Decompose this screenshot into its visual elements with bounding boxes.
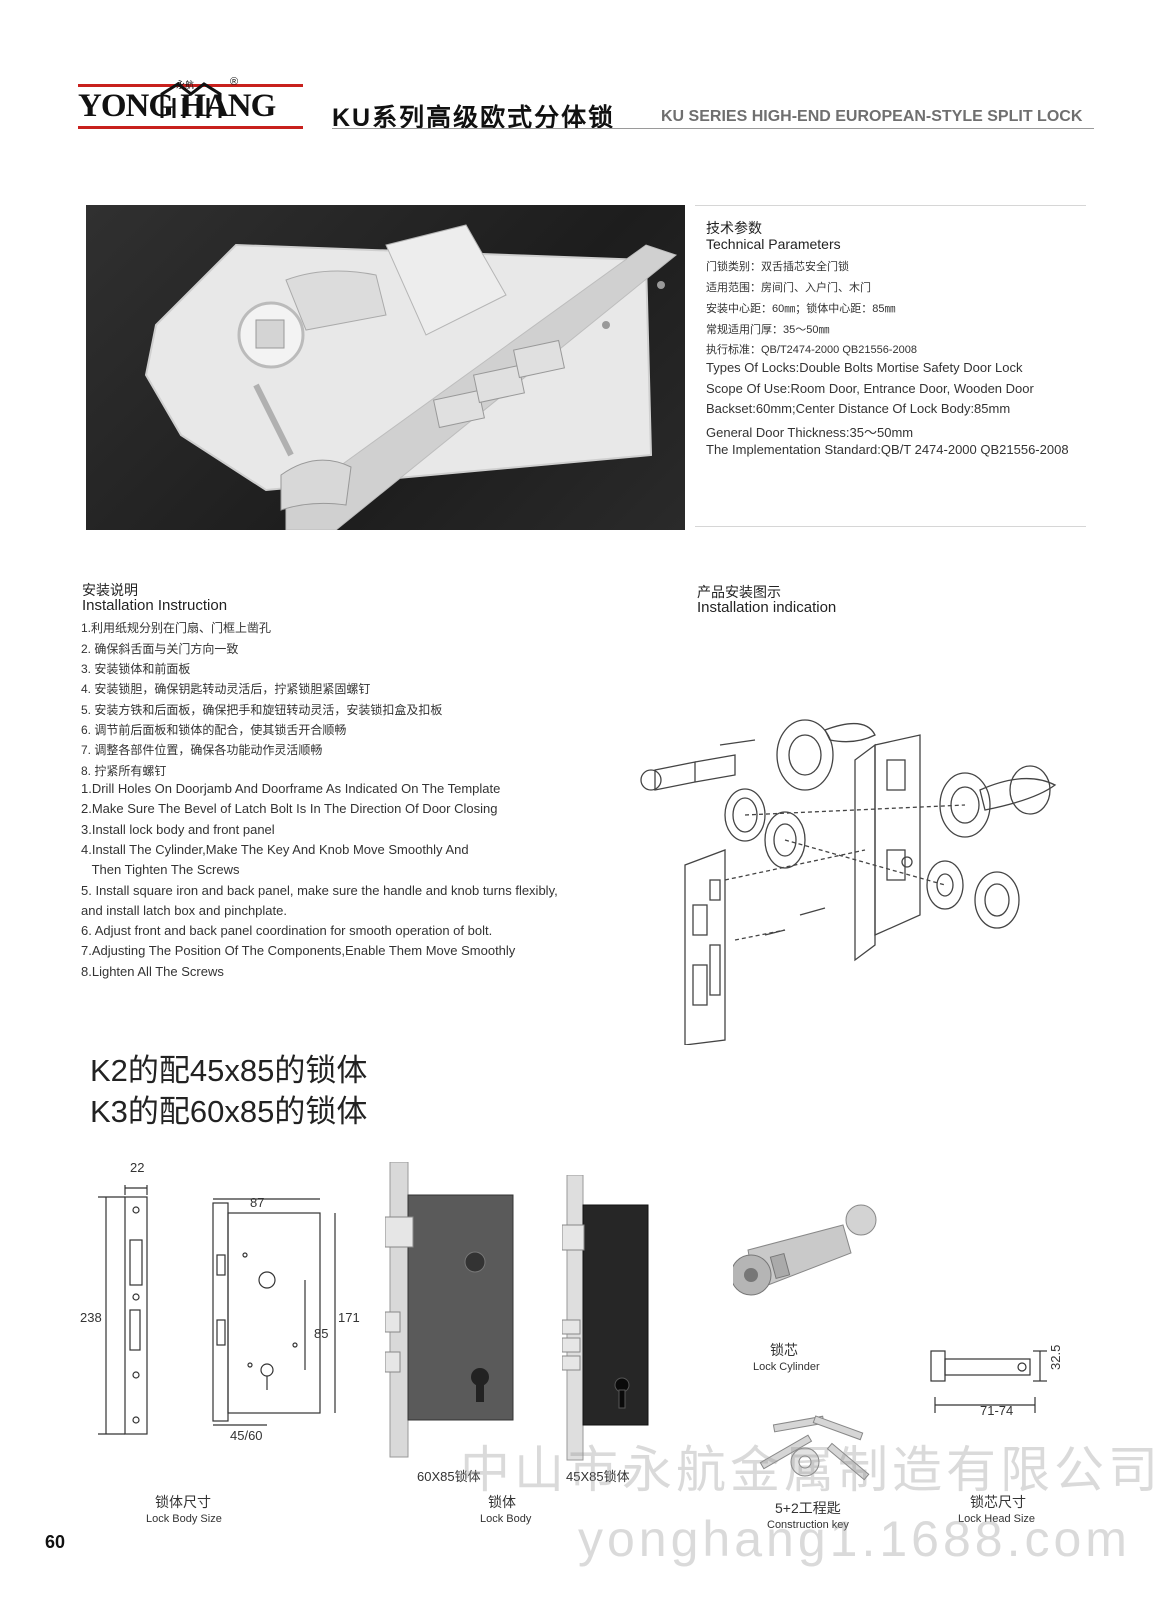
spec-line-k2: K2的配45x85的锁体 xyxy=(90,1053,368,1088)
logo-bottom-bar xyxy=(78,126,303,129)
dim-head-length: 71-74 xyxy=(980,1403,1014,1418)
install-step-cn: 5. 安装方铁和后面板，确保把手和旋钮转动灵活，安装锁扣盒及扣板 xyxy=(81,703,443,717)
lock-body-45-image xyxy=(562,1175,649,1461)
caption-cylinder-cn: 锁芯 xyxy=(770,1342,798,1358)
dim-center-distance: 85 xyxy=(314,1326,329,1341)
dim-faceplate-height: 238 xyxy=(80,1310,102,1325)
tech-line-en: Backset:60mm;Center Distance Of Lock Bod… xyxy=(706,401,1011,416)
indication-heading-cn: 产品安装图示 xyxy=(697,584,781,600)
construction-keys-image xyxy=(759,1415,870,1481)
tech-line-en: General Door Thickness:35～50mm xyxy=(706,425,914,440)
install-step-cn: 2. 确保斜舌面与关门方向一致 xyxy=(81,642,239,656)
logo-small-text: 永航 xyxy=(176,80,195,90)
watermark-url: yonghang1.1688.com xyxy=(578,1511,1131,1567)
caption-lockbody-en: Lock Body xyxy=(480,1513,532,1525)
caption-headsize-cn: 锁芯尺寸 xyxy=(970,1494,1026,1510)
caption-headsize-en: Lock Head Size xyxy=(958,1513,1036,1525)
install-step-en: 4.Install The Cylinder,Make The Key And … xyxy=(81,842,469,857)
tech-heading-cn: 技术参数 xyxy=(706,220,762,236)
caption-lockbody-cn: 锁体 xyxy=(488,1494,516,1510)
tech-line-en: Types Of Locks:Double Bolts Mortise Safe… xyxy=(706,360,1023,375)
dim-body-depth: 87 xyxy=(250,1195,265,1210)
page-number: 60 xyxy=(45,1532,66,1552)
logo-top-bar xyxy=(78,84,303,87)
caption-key-cn: 5+2工程匙 xyxy=(775,1500,841,1516)
install-step-cn: 1.利用纸规分别在门扇、门框上凿孔 xyxy=(81,621,272,635)
watermark-company: 中山市永航金属制造有限公司 xyxy=(460,1442,1162,1498)
logo-building-icon xyxy=(160,82,222,118)
caption-key-en: Construction key xyxy=(767,1519,849,1531)
install-step-en: and install latch box and pinchplate. xyxy=(81,903,287,918)
install-step-en: 1.Drill Holes On Doorjamb And Doorframe … xyxy=(81,781,501,796)
caption-size-en: Lock Body Size xyxy=(146,1513,222,1525)
install-step-en: 6. Adjust front and back panel coordinat… xyxy=(81,923,493,938)
install-heading-cn: 安装说明 xyxy=(82,582,138,598)
install-step-en: 5. Install square iron and back panel, m… xyxy=(81,883,558,898)
caption-body-45: 45X85锁体 xyxy=(566,1469,630,1484)
install-step-cn: 4. 安装锁胆，确保钥匙转动灵活后，拧紧锁胆紧固螺钉 xyxy=(81,682,371,696)
tech-line-en: Scope Of Use:Room Door, Entrance Door, W… xyxy=(706,381,1034,396)
tech-line-en: The Implementation Standard:QB/T 2474-20… xyxy=(706,442,1069,457)
tech-line-cn: 执行标准：QB/T2474-2000 QB21556-2008 xyxy=(706,344,917,356)
install-step-en: 3.Install lock body and front panel xyxy=(81,822,275,837)
tech-line-cn: 门锁类别：双舌插芯安全门锁 xyxy=(706,261,849,273)
dim-head-height: 32.5 xyxy=(1048,1344,1063,1370)
install-step-cn: 3. 安装锁体和前面板 xyxy=(81,662,191,676)
tech-heading-en: Technical Parameters xyxy=(706,236,841,252)
faceplate-drawing xyxy=(98,1185,148,1435)
page-title-en: KU SERIES HIGH-END EUROPEAN-STYLE SPLIT … xyxy=(661,108,1083,125)
lock-head-drawing xyxy=(930,1350,1047,1413)
lock-body-drawing xyxy=(212,1198,336,1426)
lock-body-60-image xyxy=(385,1162,514,1458)
exploded-assembly-diagram xyxy=(640,719,1057,1045)
dim-faceplate-width: 22 xyxy=(130,1160,145,1175)
title-divider xyxy=(332,128,1094,129)
caption-body-60: 60X85锁体 xyxy=(417,1469,481,1484)
indication-heading-en: Installation indication xyxy=(697,599,837,616)
install-step-cn: 7. 调整各部件位置，确保各功能动作灵活顺畅 xyxy=(81,743,323,757)
install-step-cn: 6. 调节前后面板和锁体的配合，使其锁舌开合顺畅 xyxy=(81,723,347,737)
dim-backset: 45/60 xyxy=(230,1428,263,1443)
page-title-cn: KU系列高级欧式分体锁 xyxy=(332,104,616,132)
lock-cylinder-image xyxy=(733,1204,877,1296)
registered-mark: ® xyxy=(230,76,239,88)
tech-bottom-rule xyxy=(695,526,1086,527)
dim-body-height: 171 xyxy=(338,1310,360,1325)
tech-line-cn: 常规适用门厚：35～50㎜ xyxy=(706,324,830,336)
install-step-en: 2.Make Sure The Bevel of Latch Bolt Is I… xyxy=(81,801,498,816)
tech-top-rule xyxy=(695,205,1086,206)
mortise-lock-image xyxy=(144,224,678,530)
caption-cylinder-en: Lock Cylinder xyxy=(753,1361,820,1373)
tech-line-cn: 安装中心距：60㎜；锁体中心距：85㎜ xyxy=(706,303,896,315)
caption-size-cn: 锁体尺寸 xyxy=(155,1494,211,1510)
install-step-en: 8.Lighten All The Screws xyxy=(81,964,224,979)
brand-logo: YONG HANG 永航 ® xyxy=(78,76,303,132)
install-step-cn: 8. 拧紧所有螺钉 xyxy=(81,764,167,778)
tech-line-cn: 适用范围：房间门、入户门、木门 xyxy=(706,282,871,294)
install-step-en: Then Tighten The Screws xyxy=(81,862,240,877)
install-heading-en: Installation Instruction xyxy=(82,597,228,614)
install-step-en: 7.Adjusting The Position Of The Componen… xyxy=(81,943,516,958)
product-photo xyxy=(86,205,685,530)
spec-line-k3: K3的配60x85的锁体 xyxy=(90,1094,368,1129)
logo-text: YONG HANG xyxy=(78,88,276,124)
